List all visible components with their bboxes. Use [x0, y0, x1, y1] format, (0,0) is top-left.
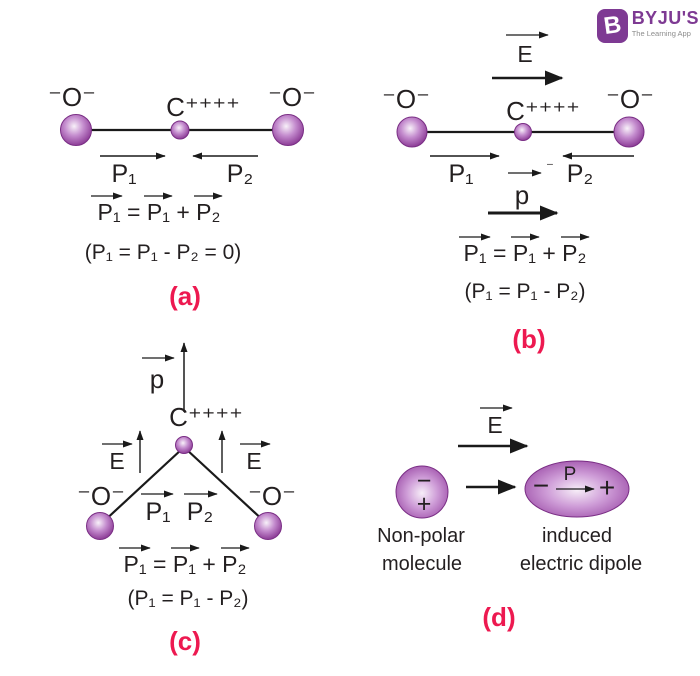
- bond-line: [101, 448, 183, 524]
- dipole-minus-sign: −: [532, 470, 550, 501]
- panel-b-label: (b): [512, 324, 546, 354]
- e-field-label: E: [487, 412, 503, 438]
- carbon-sphere: [170, 120, 190, 140]
- small-minus-label: ⁻: [546, 159, 554, 176]
- panel-c-label: (c): [169, 626, 201, 656]
- p1-label: P₁: [145, 498, 171, 526]
- brand-name: BYJU'S: [631, 8, 699, 28]
- oxygen-label: ⁻O⁻: [268, 82, 316, 112]
- oxygen-sphere: [272, 114, 304, 146]
- vector-equation: P₁ = P₁ + P₂: [463, 240, 587, 266]
- oxygen-sphere: [254, 512, 282, 540]
- panel-d-graphics: [395, 404, 630, 519]
- panel-d-label: (d): [482, 602, 516, 632]
- p1-label: P₁: [111, 160, 137, 188]
- oxygen-sphere: [60, 114, 92, 146]
- byjus-logo-letter: B: [601, 10, 623, 41]
- net-dipole-label: p: [514, 180, 530, 210]
- scalar-equation: (P₁ = P₁ - P₂ = 0): [84, 241, 242, 264]
- carbon-label: C⁺⁺⁺⁺: [166, 92, 240, 122]
- panel-c-graphics: [86, 342, 282, 552]
- oxygen-label: ⁻O⁻: [248, 481, 296, 511]
- vector-equation: P₁ = P₁ + P₂: [97, 199, 221, 225]
- scalar-equation: (P₁ = P₁ - P₂): [127, 587, 249, 610]
- minus-sign: −: [416, 467, 432, 495]
- vector-equation: P₁ = P₁ + P₂: [123, 551, 247, 577]
- nonpolar-molecule-sphere: [395, 465, 449, 519]
- e-field-label: E: [109, 448, 125, 474]
- panel-a-label: (a): [169, 281, 201, 311]
- net-dipole-label: p: [149, 364, 165, 394]
- dipole-p-label: P: [563, 464, 577, 485]
- scalar-equation: (P₁ = P₁ - P₂): [464, 280, 586, 303]
- p1-label: P₁: [448, 160, 474, 188]
- induced-caption-line1: induced: [541, 525, 613, 547]
- byjus-logo-text: BYJU'S The Learning App: [631, 8, 699, 38]
- byjus-logo[interactable]: B BYJU'S The Learning App: [597, 8, 699, 47]
- carbon-sphere: [175, 436, 193, 454]
- oxygen-label: ⁻O⁻: [382, 84, 430, 114]
- p2-label: P₂: [186, 498, 214, 526]
- oxygen-label: ⁻O⁻: [48, 82, 96, 112]
- e-field-label: E: [246, 448, 262, 474]
- panel-b-graphics: [396, 31, 645, 241]
- plus-sign: +: [416, 490, 432, 518]
- oxygen-label: ⁻O⁻: [77, 481, 125, 511]
- carbon-label: C⁺⁺⁺⁺: [169, 402, 243, 432]
- p2-label: P₂: [566, 160, 594, 188]
- carbon-sphere: [514, 123, 532, 141]
- byjus-logo-badge: B: [597, 9, 628, 43]
- bond-line: [185, 448, 267, 524]
- carbon-label: C⁺⁺⁺⁺: [506, 96, 580, 126]
- p2-label: P₂: [226, 160, 254, 188]
- nonpolar-caption-line2: molecule: [381, 553, 463, 575]
- e-field-label: E: [517, 41, 533, 67]
- oxygen-sphere: [613, 116, 645, 148]
- brand-tagline: The Learning App: [631, 28, 691, 38]
- induced-caption-line2: electric dipole: [519, 553, 643, 575]
- nonpolar-charges: − +: [416, 467, 432, 518]
- nonpolar-caption-line1: Non-polar: [377, 525, 465, 547]
- oxygen-sphere: [86, 512, 114, 540]
- dipole-plus-sign: +: [598, 472, 616, 503]
- oxygen-sphere: [396, 116, 428, 148]
- panel-a-graphics: [60, 114, 304, 200]
- oxygen-label: ⁻O⁻: [606, 84, 654, 114]
